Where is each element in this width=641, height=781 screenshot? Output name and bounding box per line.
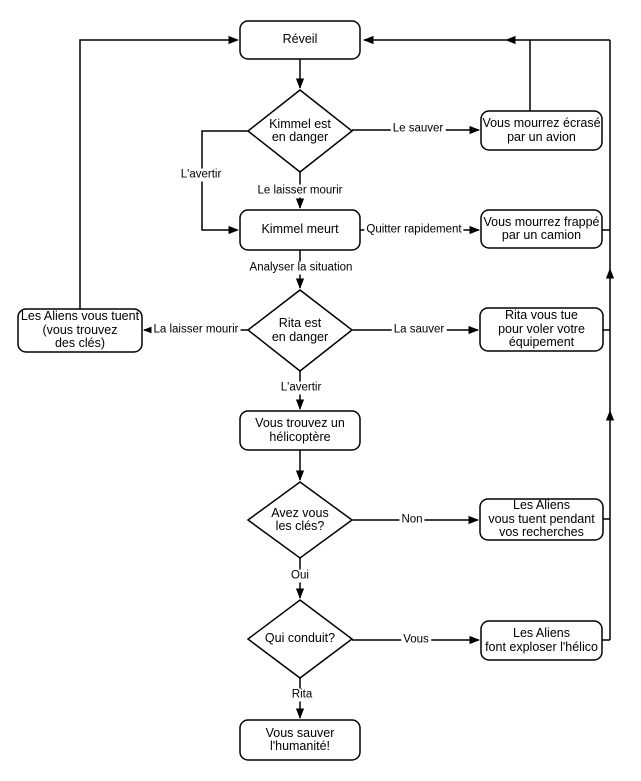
node-qui-conduit bbox=[246, 599, 354, 679]
arrowhead-left-reveil-right bbox=[363, 35, 374, 45]
arrowhead-left-return-mid bbox=[505, 35, 516, 45]
node-humanite bbox=[239, 719, 361, 761]
arrowhead-down-kimmel bbox=[295, 78, 305, 89]
node-rita-tue bbox=[479, 307, 604, 352]
node-rita-danger bbox=[246, 289, 354, 372]
node-avion bbox=[480, 110, 603, 151]
node-camion bbox=[480, 209, 603, 249]
arrowhead-right-camion bbox=[469, 225, 480, 235]
node-kimmel-danger bbox=[246, 89, 354, 173]
node-kimmel-meurt bbox=[239, 209, 361, 251]
node-label-aliens-cles: Les Aliens vous tuent (vous trouvez des … bbox=[20, 309, 140, 351]
node-label-aliens-recherches: Les Aliens vous tuent pendant vos recher… bbox=[488, 498, 595, 540]
arrowhead-up-return-2 bbox=[605, 410, 615, 421]
arrowhead-down-meurt bbox=[295, 198, 305, 209]
node-label-avez-cles: Avez vous les clés? bbox=[271, 505, 329, 533]
arrowhead-right-recherches bbox=[468, 515, 479, 525]
edge-label-avertir-kimmel: L'avertir bbox=[178, 168, 224, 182]
arrowhead-down-avez bbox=[295, 470, 305, 481]
node-avez-cles bbox=[246, 481, 354, 559]
node-label-kimmel-danger: Kimmel est en danger bbox=[269, 116, 331, 144]
node-aliens-cles bbox=[17, 308, 143, 353]
node-label-qui-conduit: Qui conduit? bbox=[264, 631, 336, 646]
edge-label-quitter-rapidement: Quitter rapidement bbox=[364, 223, 464, 237]
node-label-camion: Vous mourrez frappé par un camion bbox=[483, 214, 600, 242]
arrowhead-down-humanite bbox=[295, 708, 305, 719]
node-label-reveil: Réveil bbox=[282, 32, 318, 47]
arrowhead-right-avion bbox=[469, 125, 480, 135]
edge-label-non: Non bbox=[399, 513, 425, 527]
node-label-helicoptere: Vous trouvez un hélicoptère bbox=[255, 416, 345, 444]
edge-label-la-sauver: La sauver bbox=[391, 323, 447, 337]
edge-aliens-cles-return-to-reveil bbox=[79, 39, 237, 309]
node-helicoptere bbox=[239, 410, 361, 451]
node-label-humanite: Vous sauver l'humanité! bbox=[265, 725, 335, 753]
node-label-avion: Vous mourrez écrasé par un avion bbox=[482, 116, 601, 144]
arrowhead-right-meurt bbox=[228, 225, 239, 235]
arrowhead-left-aliens-cles bbox=[143, 325, 154, 335]
edge-label-vous: Vous bbox=[401, 633, 431, 647]
arrowhead-right-rita-tue bbox=[468, 325, 479, 335]
edge-label-rita: Rita bbox=[289, 688, 315, 702]
node-label-kimmel-meurt: Kimmel meurt bbox=[261, 222, 339, 237]
node-label-rita-tue: Rita vous tue pour voler votre équipemen… bbox=[498, 308, 585, 350]
arrowhead-down-helicoptere bbox=[295, 399, 305, 410]
arrowhead-down-rita bbox=[295, 278, 305, 289]
node-reveil bbox=[239, 20, 361, 60]
edge-label-le-sauver: Le sauver bbox=[390, 122, 446, 136]
edge-label-le-laisser-mourir: Le laisser mourir bbox=[255, 184, 345, 198]
arrowhead-right-reveil-left bbox=[228, 35, 239, 45]
edge-label-oui: Oui bbox=[289, 569, 311, 583]
edge-label-avertir-rita: L'avertir bbox=[278, 381, 324, 395]
node-aliens-recherches bbox=[479, 498, 604, 541]
edge-label-la-laisser-mourir: La laisser mourir bbox=[151, 323, 241, 337]
arrowhead-right-aliens-helico bbox=[469, 635, 480, 645]
node-aliens-helico bbox=[480, 620, 603, 661]
node-label-rita-danger: Rita est en danger bbox=[271, 316, 329, 344]
arrowhead-up-return-1 bbox=[605, 268, 615, 279]
arrowhead-down-qui bbox=[295, 588, 305, 599]
edge-label-analyser-situation: Analyser la situation bbox=[247, 261, 355, 275]
node-label-aliens-helico: Les Aliens font exploser l'hélico bbox=[485, 626, 598, 654]
